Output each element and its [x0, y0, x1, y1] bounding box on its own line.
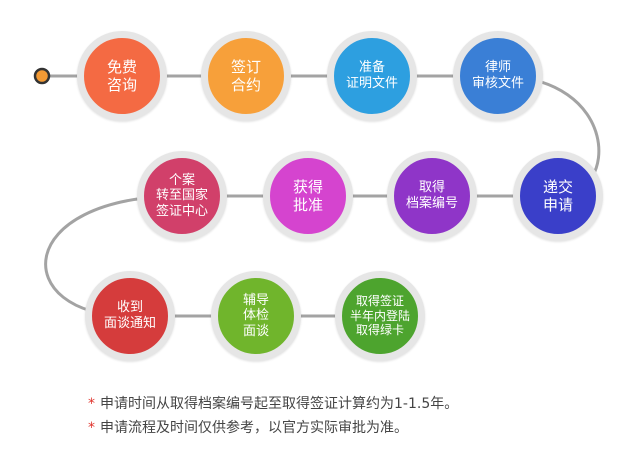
step-label: 取得签证 半年内登陆 取得绿卡 — [349, 294, 410, 338]
step-interview-notice: 收到 面谈通知 — [85, 271, 175, 361]
step-label: 准备 证明文件 — [345, 60, 398, 91]
footnote-2: * 申请流程及时间仅供参考，以官方实际审批为准。 — [88, 416, 458, 440]
step-coaching-medical-interview: 辅导 体检 面谈 — [211, 271, 301, 361]
step-sign-contract: 签订 合约 — [201, 31, 291, 121]
step-label: 免费 咨询 — [106, 58, 137, 94]
footnote-text: 申请时间从取得档案编号起至取得签证计算约为1-1.5年。 — [100, 396, 459, 412]
step-label: 递交 申请 — [542, 178, 573, 214]
footnote-1: * 申请时间从取得档案编号起至取得签证计算约为1-1.5年。 — [88, 392, 458, 416]
start-dot — [33, 67, 51, 85]
step-label: 收到 面谈通知 — [103, 300, 156, 331]
step-submit-application: 递交 申请 — [513, 151, 603, 241]
step-lawyer-review: 律师 审核文件 — [453, 31, 543, 121]
step-label: 律师 审核文件 — [471, 60, 524, 91]
asterisk: * — [88, 420, 95, 436]
asterisk: * — [88, 396, 95, 412]
step-approval: 获得 批准 — [263, 151, 353, 241]
step-label: 个案 转至国家 签证中心 — [155, 172, 208, 219]
step-label: 取得 档案编号 — [405, 180, 458, 211]
step-case-number: 取得 档案编号 — [387, 151, 477, 241]
step-label: 获得 批准 — [292, 178, 323, 214]
step-transfer-nvc: 个案 转至国家 签证中心 — [137, 151, 227, 241]
step-label: 签订 合约 — [230, 58, 261, 94]
step-prepare-documents: 准备 证明文件 — [327, 31, 417, 121]
footnote-text: 申请流程及时间仅供参考，以官方实际审批为准。 — [100, 420, 408, 436]
step-label: 辅导 体检 面谈 — [242, 292, 269, 339]
step-free-consultation: 免费 咨询 — [77, 31, 167, 121]
footnotes: * 申请时间从取得档案编号起至取得签证计算约为1-1.5年。 * 申请流程及时间仅供… — [88, 392, 458, 440]
step-visa-green-card: 取得签证 半年内登陆 取得绿卡 — [335, 271, 425, 361]
